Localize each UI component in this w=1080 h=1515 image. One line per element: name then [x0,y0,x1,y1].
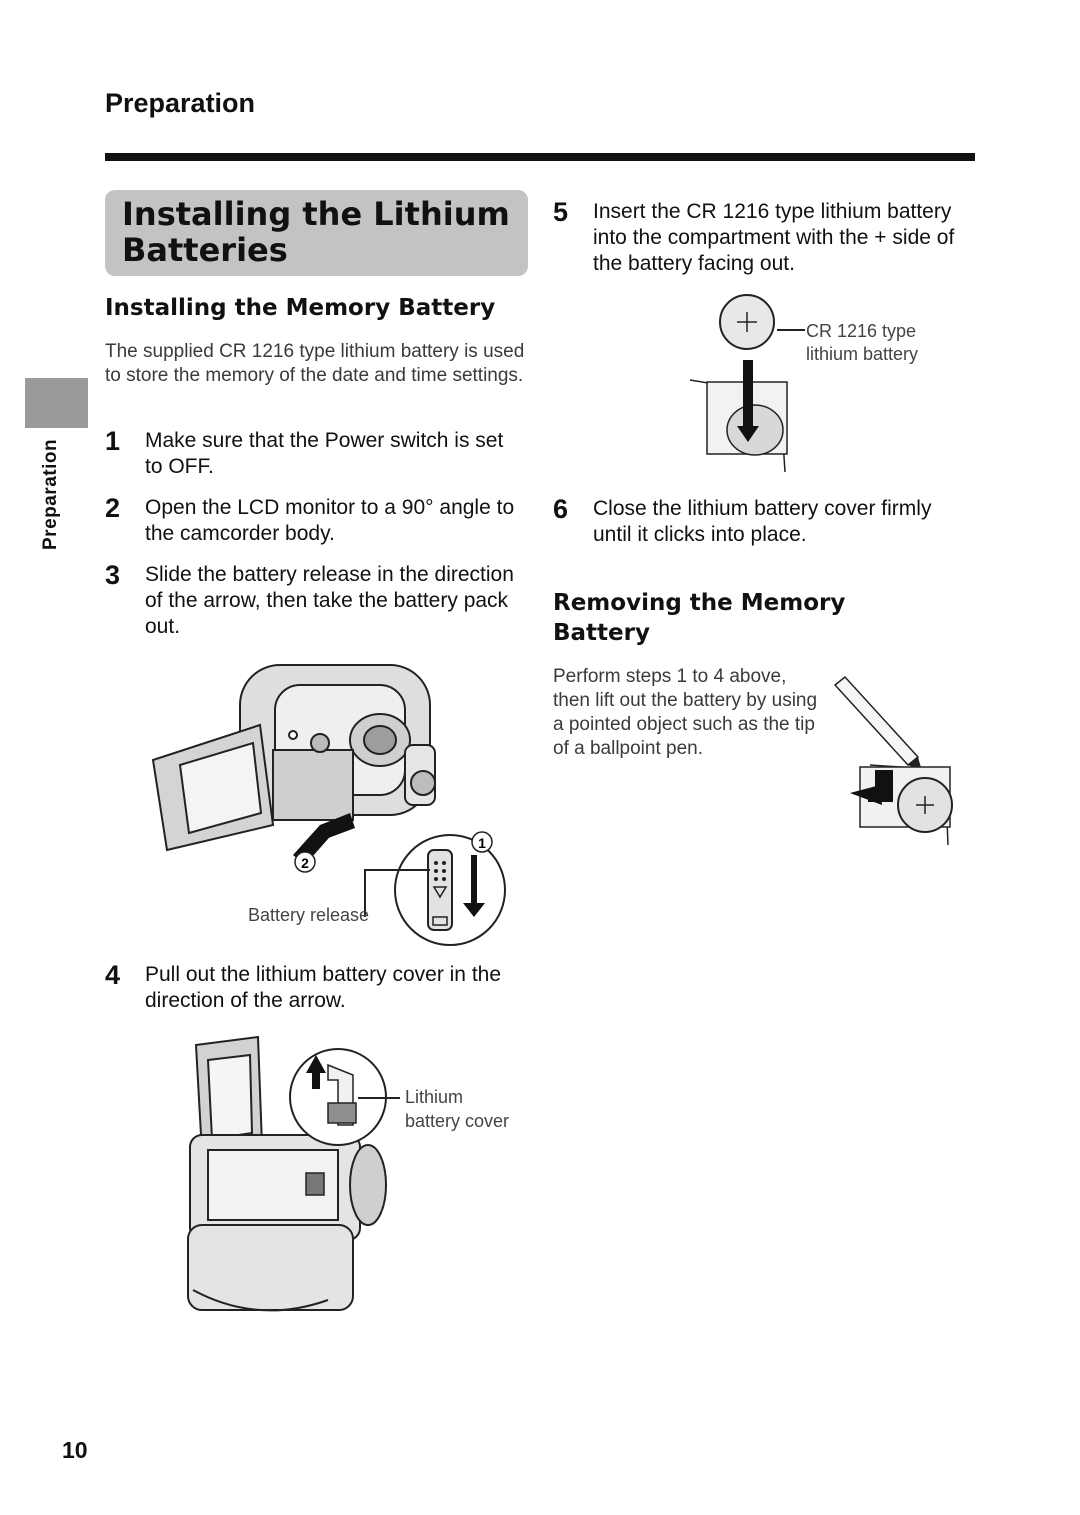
step-number: 2 [105,493,121,523]
lithium-cover-label-line-2: battery cover [405,1111,510,1131]
section-title-box: Installing the Lithium Batteries [105,190,528,276]
step-text: Close the lithium battery cover firmly u… [593,497,932,546]
page-header-title: Preparation [105,88,256,118]
callout-2-label: 2 [301,855,309,871]
step-5: 5 Insert the CR 1216 type lithium batter… [553,199,973,277]
side-tab-label: Preparation [40,438,61,550]
section-title-line-2: Batteries [122,231,288,269]
lithium-cover-label-line-1: Lithium [405,1087,464,1107]
cr1216-label-line-2: lithium battery [806,344,919,364]
memory-remove-heading-line-2: Battery [553,620,650,646]
step-text: Pull out the lithium battery cover in th… [145,963,502,1012]
lithium-cover-label: Lithium battery cover [405,1085,509,1133]
cr1216-insert-illustration [689,294,805,473]
step-text: Open the LCD monitor to a 90° angle to t… [145,496,515,545]
memory-remove-heading: Removing the Memory Battery [553,588,913,648]
step-text: Slide the battery release in the directi… [145,563,514,638]
memory-remove-text: Perform steps 1 to 4 above, then lift ou… [553,666,818,759]
step-number: 1 [105,426,121,456]
battery-removal-illustration [833,675,953,846]
step-1: 1 Make sure that the Power switch is set… [105,428,525,480]
step-6: 6 Close the lithium battery cover firmly… [553,496,973,548]
step-number: 4 [105,960,121,990]
cr1216-label: CR 1216 type lithium battery [806,320,918,366]
memory-install-heading: Installing the Memory Battery [105,295,496,321]
memory-remove-heading-line-1: Removing the Memory [553,590,846,616]
side-tab-marker [25,378,88,428]
memory-install-intro: The supplied CR 1216 type lithium batter… [105,341,525,386]
callout-1-label: 1 [478,835,486,851]
step-text: Make sure that the Power switch is set t… [145,429,504,478]
section-title: Installing the Lithium Batteries [122,196,522,268]
page-number: 10 [62,1437,88,1463]
step-number: 3 [105,560,121,590]
step-3: 3 Slide the battery release in the direc… [105,562,525,640]
step-4: 4 Pull out the lithium battery cover in … [105,962,525,1014]
section-title-line-1: Installing the Lithium [122,195,510,233]
step-text: Insert the CR 1216 type lithium battery … [593,200,955,275]
lithium-battery-cover-illustration [187,1035,400,1312]
step-2: 2 Open the LCD monitor to a 90° angle to… [105,495,530,547]
step-number: 5 [553,197,569,227]
step-number: 6 [553,494,569,524]
cr1216-label-line-1: CR 1216 type [806,321,917,341]
camcorder-battery-release-illustration: 1 2 [151,664,506,946]
battery-release-label: Battery release [248,905,370,925]
header-rule [105,153,975,161]
